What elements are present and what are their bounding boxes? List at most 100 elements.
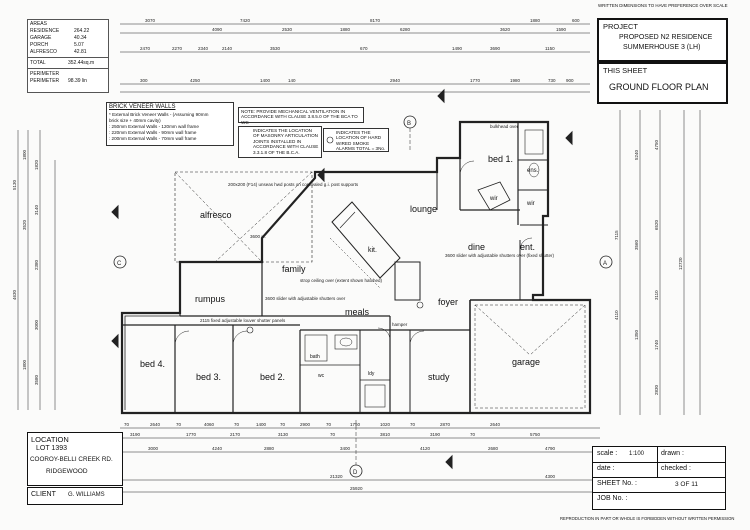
client-name: G. WILLIAMS xyxy=(68,492,105,498)
dim-bot1-1: 2640 xyxy=(150,422,161,427)
dim-top3-3: 2140 xyxy=(222,46,233,51)
room-meals: meals xyxy=(345,307,370,317)
areas-row-3-value: 5.07 xyxy=(74,42,84,48)
room-ent: ent. xyxy=(520,242,535,252)
location-road: COOROY-BELLI CREEK RD. xyxy=(30,456,113,463)
brick-veneer-note: BRICK VENEER WALLS * External Brick Vene… xyxy=(106,102,234,146)
marker-c: C xyxy=(117,261,122,267)
dim-right-4: 1350 xyxy=(634,329,639,340)
dim-bot4-0: 21320 xyxy=(330,474,343,479)
dim-top3-6: 1490 xyxy=(452,46,463,51)
date-label: date : xyxy=(597,465,615,472)
room-ldy: ldy xyxy=(368,371,375,377)
dim-top3-1: 2270 xyxy=(172,46,183,51)
brick-veneer-line-3: : 220mm External Walls - 90mm wall frame xyxy=(109,130,197,135)
room-garage: garage xyxy=(512,357,540,367)
dim-right2-3: 1740 xyxy=(654,339,659,350)
dim-left-4: 1800 xyxy=(22,359,27,370)
perimeter-value: 98.39 lin xyxy=(68,78,87,84)
client-box: CLIENT G. WILLIAMS xyxy=(27,487,123,505)
job-no-label: JOB No. : xyxy=(597,495,628,502)
room-kit: kit. xyxy=(368,247,377,254)
dim-top3-2: 2340 xyxy=(198,46,209,51)
note-rumpus-slider: 2115 fixed adjustable louver shutter pan… xyxy=(200,318,286,323)
dim-right2-1: 6520 xyxy=(654,219,659,230)
dim-bot2-7: 70 xyxy=(470,432,476,437)
location-label: LOCATION xyxy=(31,435,69,444)
marker-b: B xyxy=(407,121,411,127)
project-label: PROJECT xyxy=(603,22,639,31)
dim-left-0: 5130 xyxy=(12,179,17,190)
dim-top-3: 1880 xyxy=(530,18,541,23)
masonry-note: INDICATES THE LOCATION OF MASONRY ARTICU… xyxy=(238,126,322,158)
brick-veneer-line-2: : 250mm External Walls - 120mm wall fram… xyxy=(109,124,199,129)
dim-bot1-12: 2870 xyxy=(440,422,451,427)
sheet-no-label: SHEET No. : xyxy=(597,480,637,487)
note-fam2: 3600 sl. xyxy=(250,234,266,239)
room-bed4: bed 4. xyxy=(140,359,165,369)
smoke-note-text: INDICATES THE LOCATION OF HARD WIRED SMO… xyxy=(336,130,386,152)
dim-bot1-9: 1750 xyxy=(350,422,361,427)
areas-row-2-value: 40.34 xyxy=(74,35,87,41)
dim-top4-4: 2940 xyxy=(390,78,401,83)
dim-bot3-0: 3000 xyxy=(148,446,159,451)
dim-top4-1: 4250 xyxy=(190,78,201,83)
dim-right2-0: 4750 xyxy=(654,139,659,150)
dim-bot4-1: 4300 xyxy=(545,474,556,479)
dim-top3-5: 670 xyxy=(360,46,368,51)
vent-note: NOTE: PROVIDE MECHANICAL VENTILATION IN … xyxy=(238,107,364,125)
dim-bot2-4: 70 xyxy=(330,432,336,437)
dim-top4-5: 1770 xyxy=(470,78,481,83)
dim-bot2-1: 1770 xyxy=(186,432,197,437)
room-alfresco: alfresco xyxy=(200,210,232,220)
areas-row-3-label: PORCH xyxy=(30,42,49,48)
dim-top3-7: 3690 xyxy=(490,46,501,51)
dim-bot3-3: 3400 xyxy=(340,446,351,451)
room-bed3: bed 3. xyxy=(196,372,221,382)
room-bath: bath xyxy=(310,354,320,360)
dim-left2-4: 3580 xyxy=(34,374,39,385)
brick-veneer-line-1: brick size + 40mm cavity) xyxy=(109,118,161,123)
dim-bot2-0: 3190 xyxy=(130,432,141,437)
dim-bot3-4: 4120 xyxy=(420,446,431,451)
dim-bot1-2: 70 xyxy=(176,422,182,427)
dim-left2-3: 3000 xyxy=(34,319,39,330)
room-ens: ens. xyxy=(527,168,539,174)
dim-bot2-5: 3810 xyxy=(380,432,391,437)
vent-note-text: NOTE: PROVIDE MECHANICAL VENTILATION IN … xyxy=(241,109,358,125)
perimeter2-label: PERIMETER xyxy=(30,78,60,84)
dim-right-2: 5240 xyxy=(634,149,639,160)
top-scale-note: WRITTEN DIMENSIONS TO HAVE PREFERENCE OV… xyxy=(598,3,728,8)
note-soffit: bulkhead over xyxy=(490,124,519,129)
dim-right-3: 3560 xyxy=(634,239,639,250)
note-beam: 200x200 (F14) unseas hwd posts on concea… xyxy=(228,182,359,187)
areas-total-value: 352.44sq.m xyxy=(68,60,95,66)
dim-top4-2: 1400 xyxy=(260,78,271,83)
scale-label: scale : xyxy=(597,450,618,457)
areas-total-label: TOTAL xyxy=(30,60,46,66)
dim-right2-4: 2830 xyxy=(654,384,659,395)
dim-bot3-1: 4240 xyxy=(212,446,223,451)
dim-top3-8: 1150 xyxy=(545,46,555,51)
room-family: family xyxy=(282,264,306,274)
note-ceiling: strop ceiling over (extent shown hatched… xyxy=(300,278,383,283)
dim-right3-0: 12720 xyxy=(678,257,683,270)
dim-bot2-6: 3190 xyxy=(430,432,441,437)
room-bed1: bed 1. xyxy=(488,154,513,164)
dim-left-3: 3520 xyxy=(22,219,27,230)
dim-bot3-5: 2680 xyxy=(488,446,499,451)
masonry-note-text: INDICATES THE LOCATION OF MASONRY ARTICU… xyxy=(253,128,319,155)
dim-top4-3: 140 xyxy=(288,78,296,83)
project-line1: PROPOSED N2 RESIDENCE xyxy=(619,34,713,41)
dim-top2-1: 2530 xyxy=(282,27,293,32)
areas-row-2-label: GARAGE xyxy=(30,35,52,41)
dim-right-0: 7115 xyxy=(614,230,619,240)
dim-top2-2: 1880 xyxy=(340,27,351,32)
dim-top2-5: 1590 xyxy=(556,27,567,32)
project-line2: SUMMERHOUSE 3 (LH) xyxy=(623,44,701,51)
dim-right-1: 4110 xyxy=(614,310,619,320)
areas-row-4-label: ALFRESCO xyxy=(30,49,57,55)
this-sheet-label: THIS SHEET xyxy=(603,66,648,75)
room-wir: wir xyxy=(489,196,498,202)
